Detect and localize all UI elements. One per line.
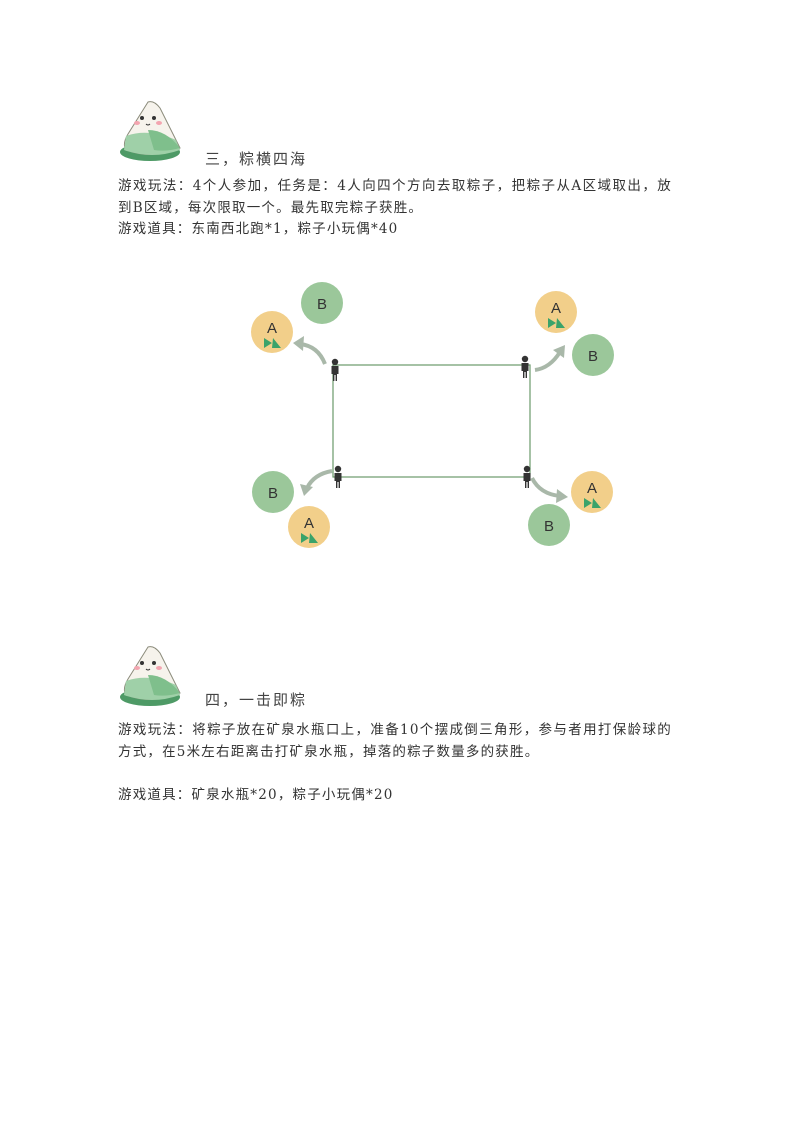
section-heading: 三，粽横四海 [205,150,308,168]
svg-text:A: A [267,320,277,337]
player-icon [521,355,529,378]
section-heading: 四，一击即粽 [205,691,308,709]
svg-text:A: A [304,515,314,532]
zongzi-mascot-icon [120,101,181,161]
zone-b: B [572,334,614,376]
game-rules: 游戏玩法：4个人参加，任务是：4人向四个方向去取粽子，把粽子从A区域取出，放到B… [118,178,672,216]
game-props: 游戏道具：矿泉水瓶*20，粽子小玩偶*20 [118,787,394,803]
svg-text:B: B [268,485,278,502]
zone-b: B [252,471,294,513]
svg-text:A: A [551,300,561,317]
game-rules: 游戏玩法：将粽子放在矿泉水瓶口上，准备10个摆成倒三角形，参与者用打保龄球的方式… [118,722,672,760]
game-props: 游戏道具：东南西北跑*1，粽子小玩偶*40 [118,221,399,237]
player-icon [523,465,531,488]
play-field [332,364,531,478]
arrow-heads-icon [293,336,568,503]
zone-a: A [251,311,293,353]
player-icon [334,465,342,488]
svg-text:B: B [317,296,327,313]
zone-b: B [301,282,343,324]
game-field-diagram: B A A B B A A B [251,282,614,548]
svg-text:B: B [544,518,554,535]
zone-b: B [528,504,570,546]
svg-text:A: A [587,480,597,497]
zone-a: A [288,506,330,548]
zongzi-mascot-icon [120,646,181,706]
zone-a: A [535,291,577,333]
svg-text:B: B [588,348,598,365]
zone-a: A [571,471,613,513]
